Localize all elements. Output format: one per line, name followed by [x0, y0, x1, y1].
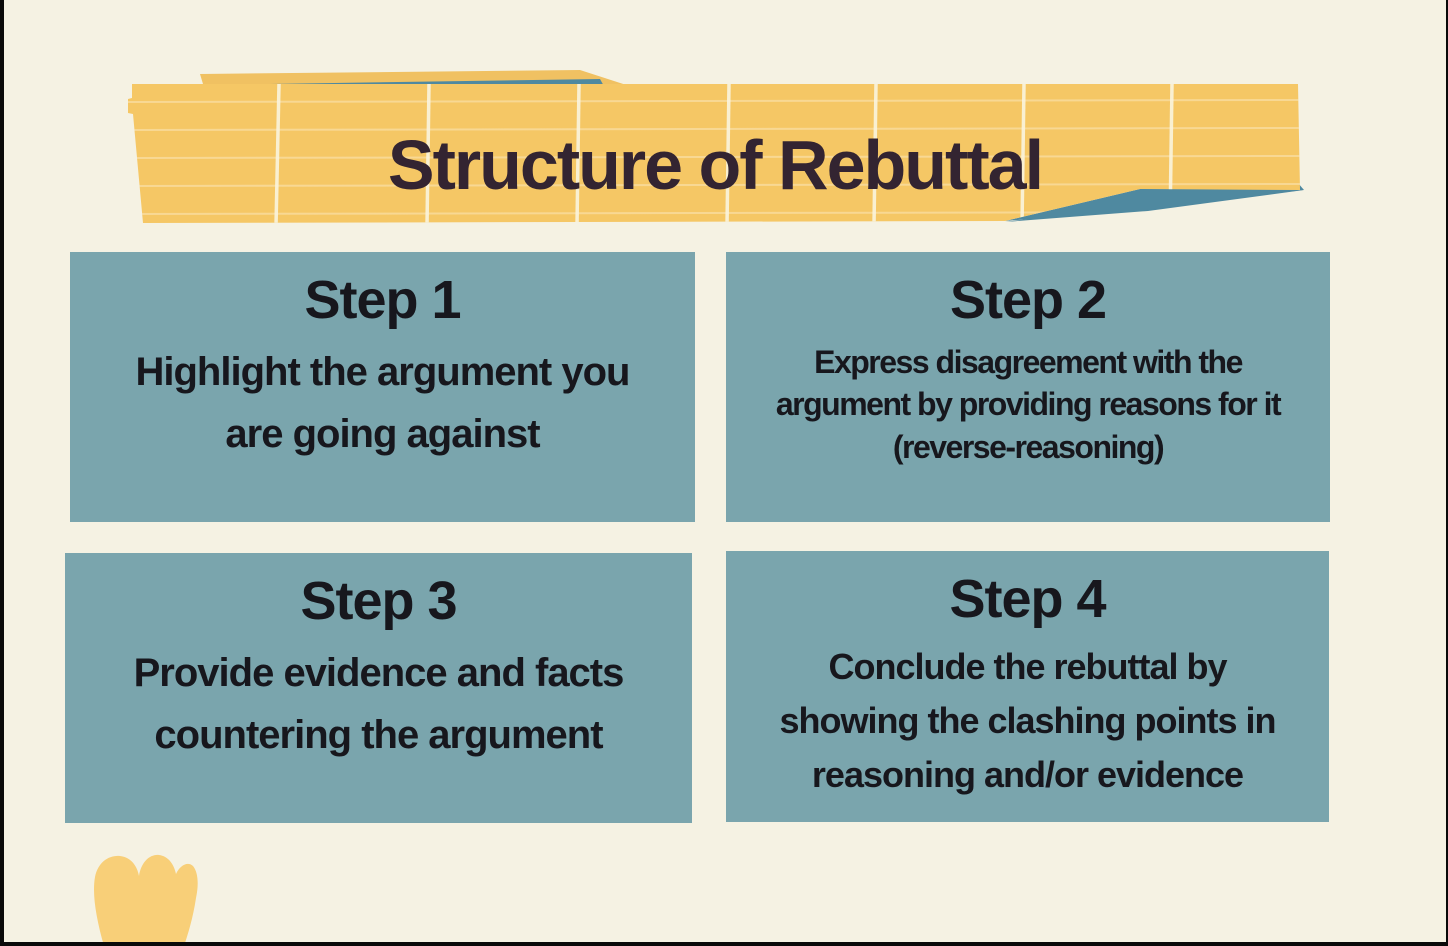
tulip-blob — [94, 854, 198, 946]
step-4-description: Conclude the rebuttal by showing the cla… — [779, 645, 1276, 795]
step-4-label: Step 4 — [949, 569, 1106, 629]
step-2-label: Step 2 — [949, 270, 1107, 330]
step-1-box: Step 1 Highlight the argument you are go… — [70, 252, 695, 522]
step-4-box: Step 4 Conclude the rebuttal by showing … — [726, 551, 1329, 822]
step-1-label: Step 1 — [304, 270, 461, 330]
page-title: Structure of Rebuttal — [387, 126, 1044, 204]
letterbox-bar-bottom — [0, 942, 1448, 946]
letterbox-bar-left — [0, 0, 4, 946]
step-1-description: Highlight the argument you are going aga… — [135, 349, 631, 456]
step-3-description: Provide evidence and facts countering th… — [133, 650, 625, 757]
title-banner — [128, 84, 1300, 223]
step-2-description: Express disagreement with the argument b… — [775, 343, 1282, 465]
step-3-label: Step 3 — [300, 571, 457, 631]
step-3-box: Step 3 Provide evidence and facts counte… — [65, 553, 692, 823]
letterbox-bar-right — [1446, 0, 1448, 946]
step-2-box: Step 2 Express disagreement with the arg… — [726, 252, 1330, 522]
banner-fold-wedge-fill — [1005, 184, 1303, 221]
